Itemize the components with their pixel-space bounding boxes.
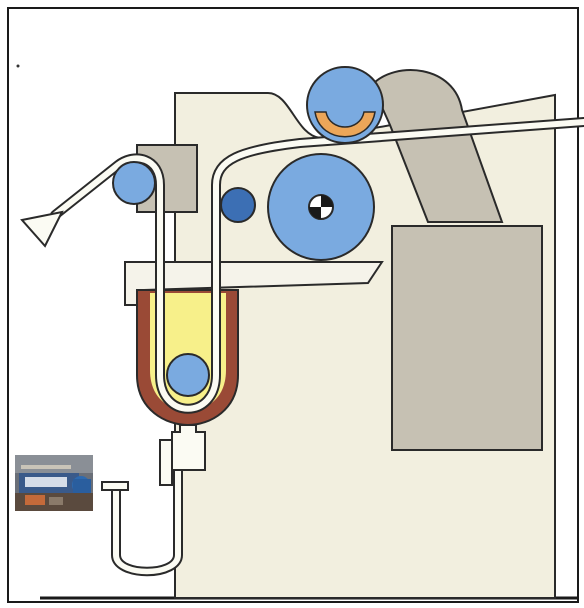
guide-roller-small bbox=[221, 188, 255, 222]
drain-cap bbox=[102, 482, 128, 490]
gray-panel bbox=[392, 226, 542, 450]
immersion-roller bbox=[167, 354, 209, 396]
quartered-hub-icon bbox=[309, 195, 333, 219]
drain-fitting bbox=[172, 425, 205, 470]
machine-photo-thumbnail bbox=[15, 455, 93, 511]
drain-side-tube bbox=[160, 440, 172, 485]
speck bbox=[17, 65, 20, 68]
guide-roller-left bbox=[113, 162, 155, 204]
